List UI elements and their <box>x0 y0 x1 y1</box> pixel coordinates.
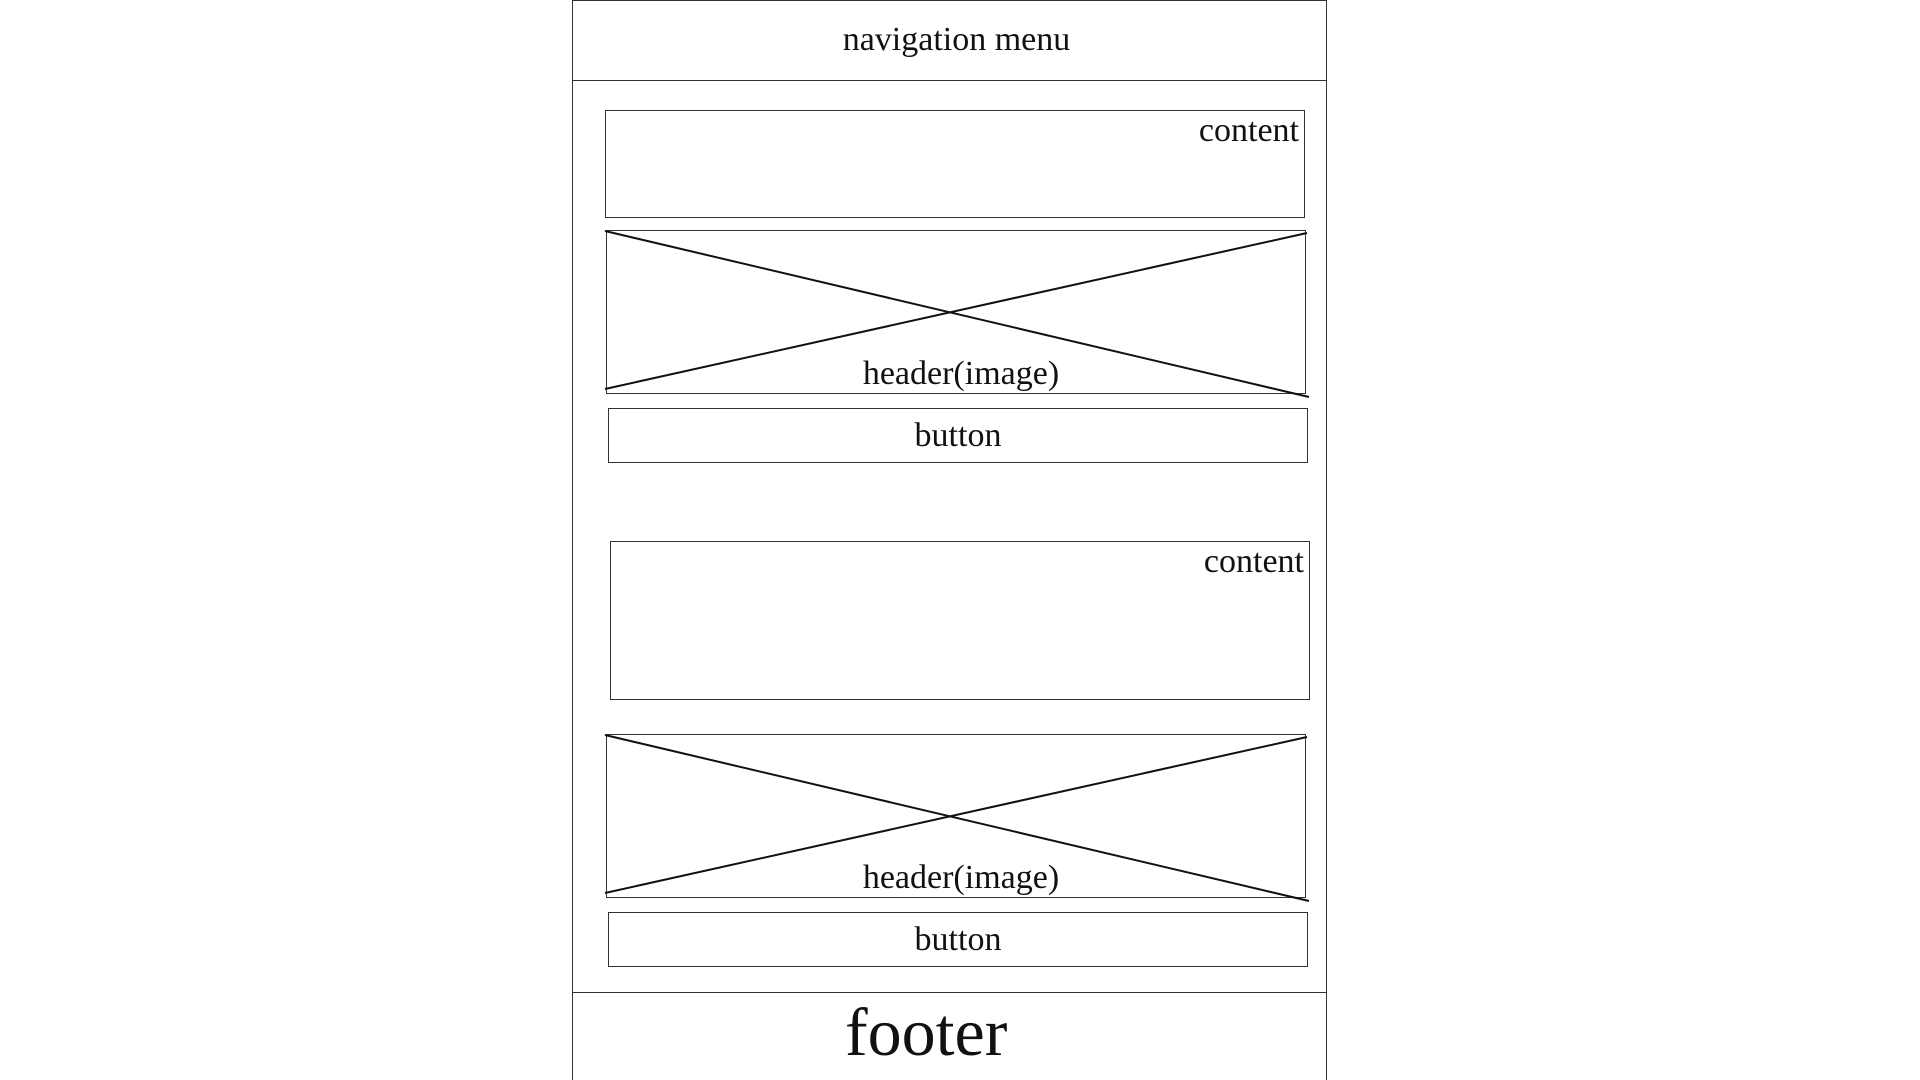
content-box-1: content <box>605 110 1305 218</box>
footer-label: footer <box>845 994 1008 1070</box>
section-button-2[interactable]: button <box>608 912 1308 967</box>
header-image-placeholder-2: header(image) <box>604 734 1310 902</box>
footer-divider <box>572 992 1327 993</box>
header-image-label-2: header(image) <box>862 859 1060 897</box>
content-label-1: content <box>1198 112 1299 149</box>
navigation-menu-label: navigation menu <box>842 21 1071 58</box>
content-box-2: content <box>610 541 1310 700</box>
navigation-menu[interactable]: navigation menu <box>572 0 1327 81</box>
section-button-1[interactable]: button <box>608 408 1308 463</box>
header-image-placeholder-1: header(image) <box>604 230 1310 398</box>
header-image-label-1: header(image) <box>862 355 1060 393</box>
image-placeholder-cross-2 <box>604 734 1310 902</box>
content-label-2: content <box>1203 543 1304 580</box>
image-placeholder-cross-1 <box>604 230 1310 398</box>
page-wireframe-frame <box>572 0 1327 1080</box>
